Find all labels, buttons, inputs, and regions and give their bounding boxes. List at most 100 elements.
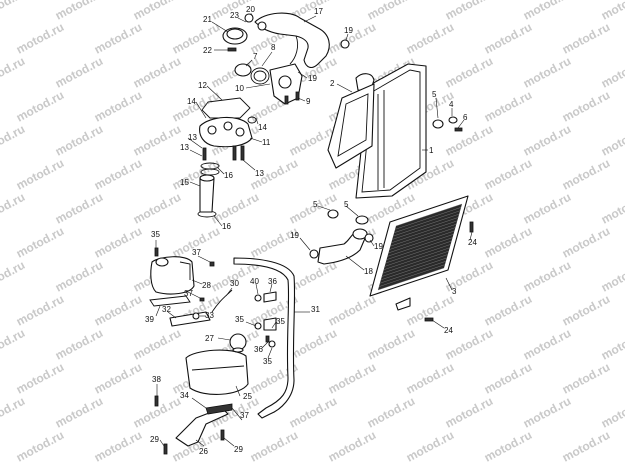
callout-22: 22 [203,46,212,55]
hose-34 [205,403,233,415]
watermark-text: motod.ru [599,258,625,295]
callout-39: 39 [145,315,154,324]
watermark-text: motod.ru [53,122,105,159]
lower-hose-18 [317,228,368,265]
screws-37-mid [199,297,205,302]
watermark-text: motod.ru [521,122,573,159]
callout-27: 27 [205,334,214,343]
watermark-text: motod.ru [443,394,495,431]
watermark-text: motod.ru [209,190,261,227]
callout-14: 14 [258,123,267,132]
watermark-text: motod.ru [482,360,534,397]
callout-28: 28 [202,281,211,290]
callout-35: 35 [235,315,244,324]
watermark-text: motod.ru [248,428,300,465]
callout-8: 8 [271,43,276,52]
watermark-text: motod.ru [53,394,105,431]
bracket-26 [175,407,229,447]
bolts-13 [202,145,245,161]
callout-6: 6 [463,113,468,122]
watermark-text: motod.ru [287,394,339,431]
watermark-text: motod.ru [560,428,612,465]
callout-23: 23 [230,11,239,20]
callout-21: 21 [203,15,212,24]
callout-29: 29 [150,435,159,444]
callout-16: 16 [222,222,231,231]
watermark-text: motod.ru [131,190,183,227]
watermark-text: motod.ru [131,0,183,23]
watermark-text: motod.ru [404,360,456,397]
callout-14: 14 [187,97,196,106]
coolant-reservoir-25 [185,349,249,395]
watermark-text: motod.ru [92,88,144,125]
watermark-text: motod.ru [53,54,105,91]
watermark-text: motod.ru [53,326,105,363]
thermostat-cover-10 [269,63,303,105]
watermark-text: motod.ru [326,360,378,397]
callout-18: 18 [364,267,373,276]
callout-20: 20 [246,5,255,14]
filler-cap-27 [229,333,247,353]
watermark-text: motod.ru [92,292,144,329]
watermark-text: motod.ru [14,428,66,465]
watermark-text: motod.ru [326,292,378,329]
thermostat-7 [234,63,252,77]
radiator-grille-hatch [377,203,463,291]
expansion-tank-28 [150,256,195,295]
callout-5: 5 [432,90,437,99]
bolts-24 [424,221,474,322]
watermark-text: motod.ru [599,190,625,227]
bolt-22 [227,47,237,52]
thermostat-housing-21 [222,27,248,45]
upper-hose-17 [254,12,330,69]
watermark-text: motod.ru [92,224,144,261]
screw-37-top [209,261,215,267]
callout-5: 5 [313,200,318,209]
callout-37: 37 [240,411,249,420]
coolant-manifold-11 [199,116,253,148]
callout-1: 1 [429,146,434,155]
watermark-text: motod.ru [92,156,144,193]
gasket-12 [201,97,251,119]
watermark-text: motod.ru [560,292,612,329]
callout-17: 17 [314,7,323,16]
watermark-text: motod.ru [404,428,456,465]
overflow-hose-31 [233,257,296,419]
watermark-text: motod.ru [482,428,534,465]
callout-33: 33 [205,311,214,320]
callout-34: 34 [180,391,189,400]
watermark-text: motod.ru [92,428,144,465]
grommets-5-lower [327,209,369,225]
watermark-text: motod.ru [443,0,495,23]
hose-clips-19-lower [309,233,374,259]
watermark-text: motod.ru [14,156,66,193]
o-ring-14 [247,116,257,124]
watermark-text: motod.ru [170,20,222,57]
watermark-text: motod.ru [0,122,27,159]
watermark-text: motod.ru [53,258,105,295]
screws-9 [284,91,300,105]
watermark-text: motod.ru [443,122,495,159]
callout-37: 37 [192,248,201,257]
watermark-text: motod.ru [14,224,66,261]
callout-labels: 21 23 20 17 19 22 8 7 19 10 9 2 12 14 14… [145,5,477,456]
radiator-3 [369,195,469,311]
callout-3: 3 [452,287,457,296]
watermark-text: motod.ru [14,292,66,329]
callout-7: 7 [253,52,258,61]
callout-29: 29 [234,445,243,454]
watermark-text: motod.ru [53,0,105,23]
callout-2: 2 [330,79,335,88]
clip-33 [192,312,200,320]
callout-13: 13 [255,169,264,178]
watermark-text: motod.ru [560,20,612,57]
watermark-text: motod.ru [365,394,417,431]
watermark-text: motod.ru [482,88,534,125]
callout-37: 37 [184,289,193,298]
callout-24: 24 [468,238,477,247]
watermark-text: motod.ru [92,360,144,397]
watermark-text: motod.ru [521,326,573,363]
watermark-text: motod.ru [404,292,456,329]
coolant-pipe-15 [199,174,215,213]
